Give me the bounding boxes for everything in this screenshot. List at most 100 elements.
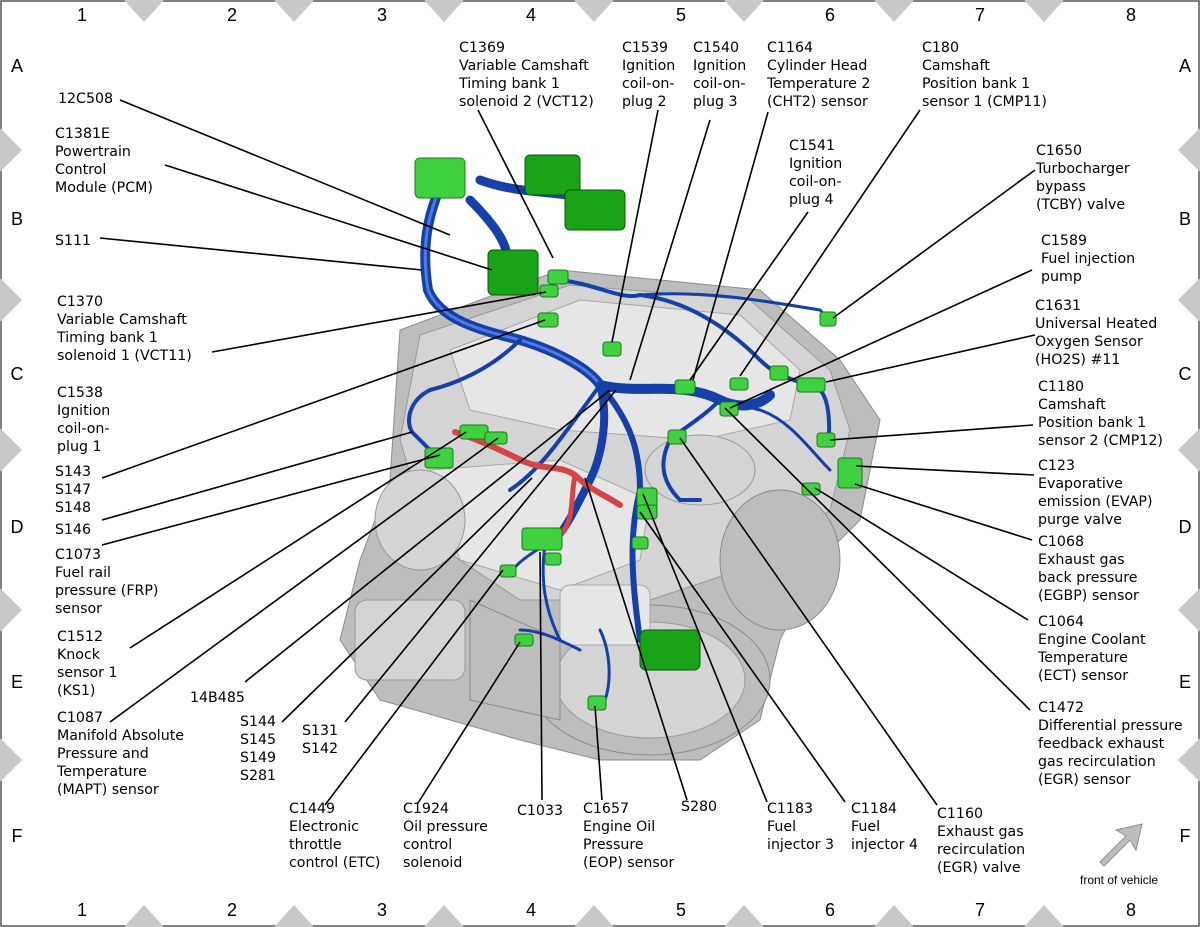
callout-line: S145	[240, 732, 276, 748]
callout-line: emission (EVAP)	[1038, 494, 1153, 510]
callout-line: Timing bank 1	[56, 330, 158, 346]
callout-line: sensor 1	[57, 665, 118, 681]
callout-line: Turbocharger	[1035, 161, 1130, 177]
callout-line: injector 3	[767, 837, 834, 853]
callout-line: Engine Coolant	[1038, 632, 1146, 648]
grid-row-label-right: E	[1179, 672, 1191, 692]
grid-col-label-top: 4	[526, 5, 536, 25]
callout-line: C1087	[57, 710, 103, 726]
callout-line: Camshaft	[1038, 397, 1106, 413]
callout-line: control	[403, 837, 452, 853]
grid-col-label-bottom: 4	[526, 900, 536, 920]
callout-line: coil-on-	[57, 421, 110, 437]
callout-line: Timing bank 1	[458, 76, 560, 92]
callout-line: injector 4	[851, 837, 918, 853]
callout-line: Knock	[57, 647, 101, 663]
callout-line: C1472	[1038, 700, 1084, 716]
callout-line: Temperature 2	[766, 76, 870, 92]
callout-line: Module (PCM)	[55, 180, 153, 196]
callout-s146: S146	[55, 522, 91, 538]
grid-col-label-bottom: 2	[227, 900, 237, 920]
callout-line: sensor	[55, 601, 102, 617]
callout-line: C1064	[1038, 614, 1084, 630]
callout-line: coil-on-	[622, 76, 675, 92]
callout-line: plug 3	[693, 94, 737, 110]
callout-line: (EOP) sensor	[583, 855, 674, 871]
callout-line: C1449	[289, 801, 335, 817]
callout-line: S143	[55, 464, 91, 480]
callout-line: Ignition	[57, 403, 110, 419]
callout-line: S148	[55, 500, 91, 516]
callout-line: solenoid 2 (VCT12)	[459, 94, 594, 110]
callout-line: C1381E	[55, 126, 110, 142]
callout-line: Fuel	[851, 819, 880, 835]
callout-line: Manifold Absolute	[57, 728, 184, 744]
callout-line: S147	[55, 482, 91, 498]
callout-line: C1924	[403, 801, 449, 817]
callout-line: (CHT2) sensor	[767, 94, 868, 110]
grid-col-label-bottom: 5	[676, 900, 686, 920]
callout-line: coil-on-	[789, 174, 842, 190]
callout-line: recirculation	[937, 842, 1025, 858]
callout-line: S144	[240, 714, 276, 730]
callout-line: pressure (FRP)	[55, 583, 158, 599]
grid-col-label-bottom: 7	[975, 900, 985, 920]
callout-line: C1160	[937, 806, 983, 822]
grid-row-label-right: B	[1179, 209, 1191, 229]
callout-line: S280	[681, 799, 717, 815]
grid-row-label-left: B	[11, 209, 23, 229]
callout-line: gas recirculation	[1038, 754, 1156, 770]
callout-line: 12C508	[58, 91, 113, 107]
grid-row-label-left: F	[12, 826, 23, 846]
callout-line: C123	[1038, 458, 1075, 474]
callout-line: purge valve	[1038, 512, 1122, 528]
callout-line: C180	[922, 40, 959, 56]
callout-line: S131	[302, 723, 338, 739]
callout-line: C1180	[1038, 379, 1084, 395]
connectors	[414, 154, 863, 711]
grid-row-label-right: C	[1179, 364, 1192, 384]
callout-line: S146	[55, 522, 91, 538]
grid-col-label-top: 6	[825, 5, 835, 25]
callout-line: Powertrain	[55, 144, 131, 160]
callout-line: Temperature	[1037, 650, 1128, 666]
callout-line: Oxygen Sensor	[1035, 334, 1143, 350]
callout-line: Position bank 1	[922, 76, 1030, 92]
grid-col-label-bottom: 6	[825, 900, 835, 920]
callout-line: C1183	[767, 801, 813, 817]
callout-line: C1541	[789, 138, 835, 154]
callout-line: Pressure and	[57, 746, 149, 762]
callout-line: Universal Heated	[1035, 316, 1157, 332]
callout-line: plug 2	[622, 94, 666, 110]
callout-line: (TCBY) valve	[1036, 197, 1125, 213]
callout-line: bypass	[1036, 179, 1086, 195]
front-of-vehicle-indicator: front of vehicle	[1080, 823, 1158, 887]
callout-line: C1068	[1038, 534, 1084, 550]
callout-line: Ignition	[693, 58, 746, 74]
front-of-vehicle-label: front of vehicle	[1080, 873, 1158, 887]
callout-line: C1512	[57, 629, 103, 645]
callout-line: Pressure	[583, 837, 644, 853]
callout-line: C1540	[693, 40, 739, 56]
callout-line: Oil pressure	[403, 819, 488, 835]
leader-lines	[99, 99, 1036, 806]
callout-line: 14B485	[190, 690, 245, 706]
